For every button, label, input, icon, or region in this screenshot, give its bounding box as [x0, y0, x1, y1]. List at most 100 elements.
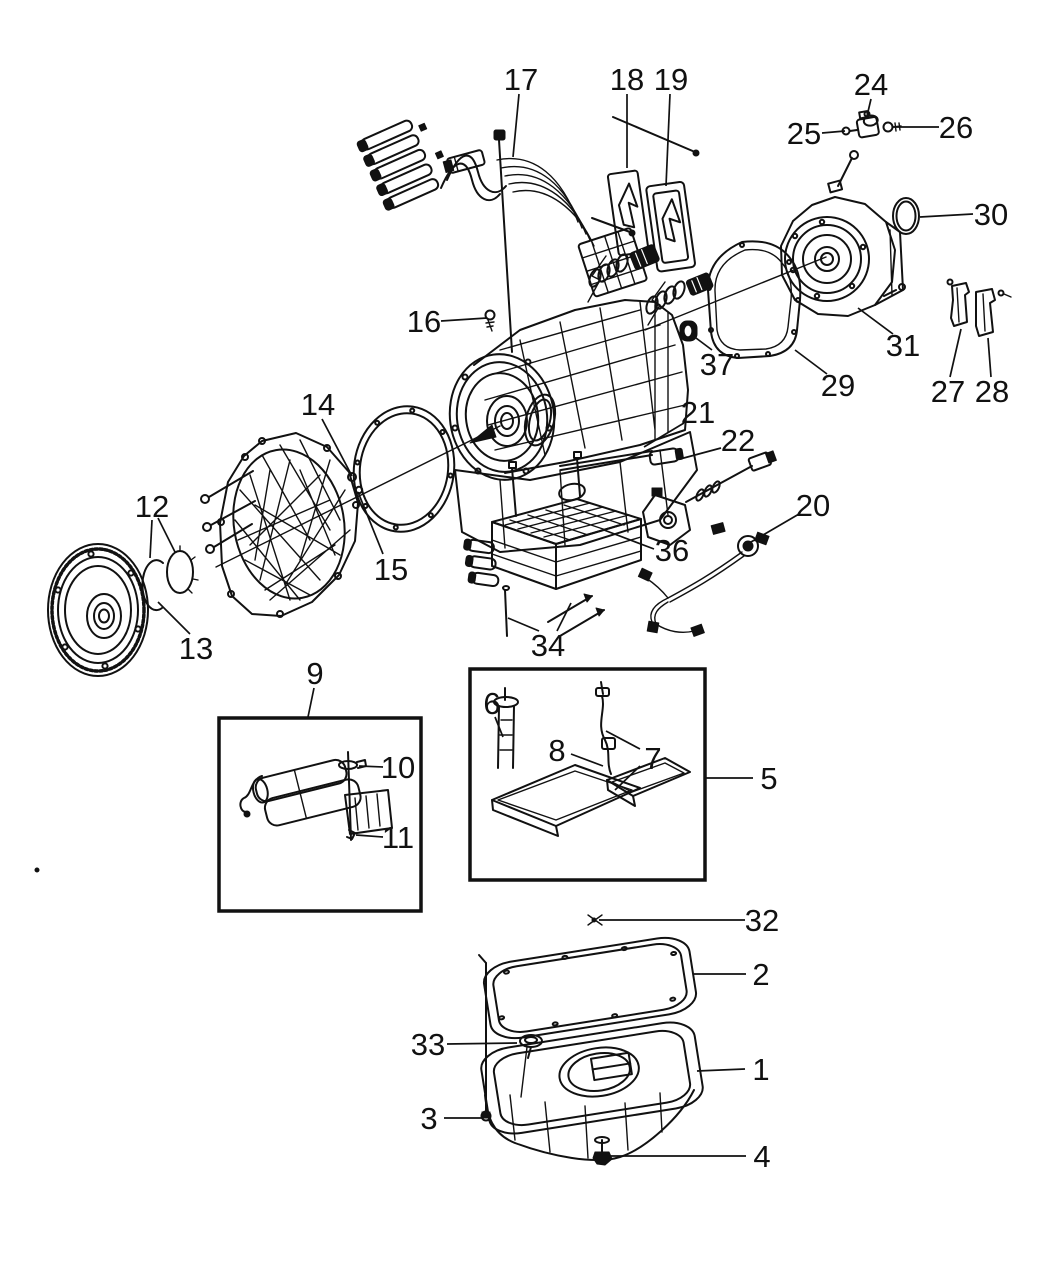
vent-tube: [493, 129, 513, 353]
callout-leader-6: [494, 716, 504, 738]
callout-leader-22: [679, 447, 722, 460]
callout-leader-7-1: [614, 765, 641, 791]
callout-label-25: 25: [787, 116, 821, 151]
callout-leader-11: [355, 834, 384, 838]
retainer-plate-19: [645, 180, 696, 273]
valve-body: [463, 451, 642, 590]
park-rod: [559, 447, 684, 471]
callout-leader-24: [866, 98, 872, 117]
valve-body-bolts: [502, 585, 605, 637]
callout-label-4: 4: [753, 1139, 770, 1174]
callout-label-18: 18: [610, 62, 644, 97]
torque-converter: [47, 543, 149, 677]
callout-leader-13: [157, 601, 191, 635]
output-harness: [637, 522, 770, 637]
bell-housing-bolts: [200, 470, 256, 554]
callout-leader-28: [987, 337, 992, 378]
bracket-28: [975, 288, 1012, 337]
callout-label-9: 9: [306, 656, 323, 691]
callout-label-13: 13: [179, 631, 213, 666]
callout-leader-20: [750, 513, 800, 543]
callout-label-19: 19: [654, 62, 688, 97]
callout-label-31: 31: [886, 328, 920, 363]
callout-leader-9: [307, 687, 315, 718]
stray-dot: [34, 867, 40, 873]
callout-leader-27: [949, 328, 962, 378]
callout-leader-10: [358, 765, 384, 768]
callout-label-14: 14: [301, 387, 335, 422]
callout-label-26: 26: [939, 110, 973, 145]
callout-leader-17: [512, 93, 520, 158]
callout-leader-19: [665, 93, 671, 187]
callout-leader-34: [507, 617, 540, 632]
callout-label-16: 16: [407, 304, 441, 339]
callout-label-11: 11: [382, 820, 414, 855]
pan-gasket: [481, 934, 698, 1042]
callout-label-20: 20: [796, 488, 830, 523]
callout-label-34: 34: [531, 628, 565, 663]
accumulator-spring-a: [587, 244, 660, 303]
harness-wires: [440, 149, 507, 202]
callout-leader-36: [603, 529, 655, 550]
bell-housing: [217, 432, 360, 618]
callout-label-27: 27: [931, 374, 965, 409]
callout-leader-31: [857, 307, 894, 335]
speed-sensor: [841, 110, 902, 139]
callout-label-6: 6: [483, 686, 500, 721]
callout-label-30: 30: [974, 197, 1008, 232]
adapter-gasket: [706, 240, 802, 359]
callout-label-3: 3: [420, 1101, 437, 1136]
adapter-housing: [780, 150, 906, 317]
callout-label-5: 5: [760, 761, 777, 796]
callout-leader-21: [643, 422, 685, 448]
callout-label-21: 21: [681, 395, 715, 430]
callout-label-22: 22: [721, 423, 755, 458]
callout-label-28: 28: [975, 374, 1009, 409]
drain-plug: [592, 1136, 613, 1166]
callout-leader-34-1: [556, 602, 572, 632]
o-ring: [892, 197, 920, 235]
callout-label-32: 32: [745, 903, 779, 938]
callout-label-7: 7: [644, 741, 661, 776]
bracket-27: [946, 278, 970, 327]
accumulator-spring-b: [645, 272, 714, 326]
callout-leader-37: [695, 337, 713, 351]
oil-pan: [479, 1018, 706, 1162]
callout-leader-1: [696, 1068, 746, 1072]
callout-label-24: 24: [854, 67, 888, 102]
callout-leader-29: [794, 349, 828, 375]
filter-assembly: [491, 681, 691, 837]
adapter-gasket-ring: [352, 405, 456, 533]
output-bushing: [679, 320, 698, 342]
callout-label-36: 36: [655, 533, 689, 568]
callout-label-15: 15: [374, 552, 408, 587]
inset-box-filter: [468, 667, 707, 882]
callout-label-2: 2: [752, 957, 769, 992]
callout-label-10: 10: [381, 750, 415, 785]
callout-label-37: 37: [700, 347, 734, 382]
manual-lever: [642, 450, 777, 546]
inset-box-accumulator: [217, 716, 423, 913]
callout-leader-30: [919, 213, 974, 218]
callout-leader-14: [321, 418, 353, 477]
callout-leader-12: [149, 519, 153, 559]
callout-leader-7: [605, 730, 641, 750]
snap-ring: [166, 545, 199, 594]
solenoid-connector-bank: [356, 119, 444, 211]
retainer-clip: [587, 914, 603, 926]
callout-leader-33: [446, 1042, 518, 1045]
callout-label-1: 1: [752, 1052, 769, 1087]
pan-magnet: [519, 1034, 543, 1098]
callout-leader-12-1: [157, 517, 176, 553]
callout-leader-25: [821, 130, 846, 134]
transmission-case: [448, 299, 698, 553]
accumulator-assembly: [239, 751, 393, 841]
callout-label-29: 29: [821, 368, 855, 403]
case-bolt: [484, 309, 496, 332]
callout-label-33: 33: [411, 1027, 445, 1062]
callout-leader-16: [440, 317, 488, 322]
callout-leader-15: [357, 491, 384, 555]
